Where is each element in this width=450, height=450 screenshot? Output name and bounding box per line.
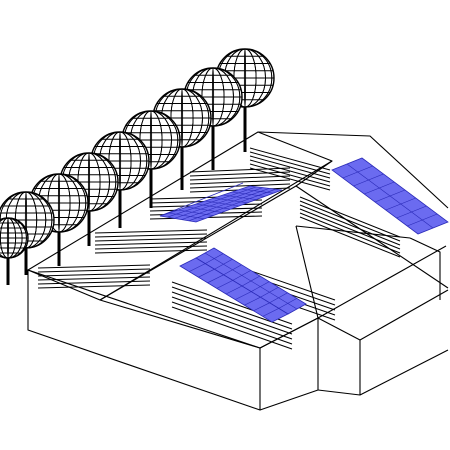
vent-line [249,151,331,175]
right-wing-roof [317,289,449,341]
vent-group [171,281,293,350]
panel-cell-line [195,203,231,210]
panel-cell-line [181,188,270,220]
tree-crown [0,217,29,259]
vent-line [299,204,401,246]
panel-cell-line [186,206,222,213]
panel-cell-line [278,298,297,309]
vent-line [299,212,401,254]
panel-cell-line [262,308,279,317]
panel-cell-line [213,197,248,204]
panel-cell-line [251,281,270,292]
panel-cell-line [396,205,427,219]
vent-group [249,147,331,191]
panel-cell-line [269,292,288,304]
panel-cell-line [216,280,233,289]
panel-cell-line [222,194,257,200]
panel-cell-line [214,258,233,270]
vent-line [299,216,401,258]
gable-end-block [259,317,319,411]
vent-line [37,284,151,289]
panel-cell-line [374,189,406,203]
vent-line [94,245,208,250]
panel-cell-line [207,274,224,284]
panel-cell-line [225,285,243,295]
main-roof-ridge [257,131,449,209]
vent-line [94,237,208,242]
panel-cell-line [189,263,206,272]
solar-panel [159,182,244,217]
vent-line [299,208,401,250]
vent-line [249,155,331,179]
vent-line [299,196,401,238]
building-outline [27,131,449,411]
vent-line [249,147,331,171]
vent-line [37,272,151,277]
panel-cell-line [241,275,261,287]
right-wing-lower [317,389,361,396]
tree-row [0,48,275,285]
panel-cell-line [231,191,265,197]
vent-line [171,301,293,345]
panel-cell-line [188,188,276,222]
vent-group [37,264,151,289]
panel-cell-line [168,212,205,220]
panel-cell-line [198,268,215,278]
vent-line [189,167,291,173]
vent-line [94,229,208,234]
vent-line [249,159,331,183]
vent-line [171,306,293,350]
panel-cell-line [407,213,438,227]
panel-cell-line [205,253,224,264]
panel-array [331,157,449,235]
panel-cell-line [167,186,257,218]
vent-line [94,233,208,238]
gable-triangle-inner [295,225,411,239]
vent-line [189,183,291,189]
vent-line [189,171,291,177]
roof-vents [37,147,401,350]
panel-array [159,185,283,223]
vent-line [94,249,208,254]
vent-line [94,241,208,246]
vent-line [37,280,151,285]
vent-group [299,196,401,258]
panel-cell-line [223,264,242,276]
panel-array [159,182,244,217]
vent-group [189,167,291,193]
panel-cell-line [235,291,252,300]
vent-group [94,229,208,254]
vent-line [37,276,151,281]
panel-cell-line [240,188,274,194]
panel-cell-line [204,200,240,207]
right-wing-wall [359,340,449,396]
vent-line [37,268,151,273]
panel-cell-line [385,197,416,211]
panel-cell-line [174,187,263,219]
right-wing-side [409,237,441,300]
panel-cell-line [253,302,270,312]
vent-line [37,264,151,269]
panel-cell-line [364,181,395,195]
panel-cell-line [177,209,214,216]
vent-line [249,163,331,187]
panel-cell-line [260,286,279,298]
vent-line [189,179,291,185]
panel-cell-line [353,173,384,187]
panel-cell-line [232,270,251,281]
panel-array [179,257,289,323]
vent-line [171,291,293,335]
panel-array [195,247,307,315]
vent-line [189,175,291,181]
vent-line [299,200,401,242]
panel-cell-line [342,165,373,179]
solar-panel-arrays [159,157,449,323]
vent-line [171,296,293,340]
panel-cell-line [244,296,261,306]
tree [0,217,29,285]
vent-line [249,167,331,191]
